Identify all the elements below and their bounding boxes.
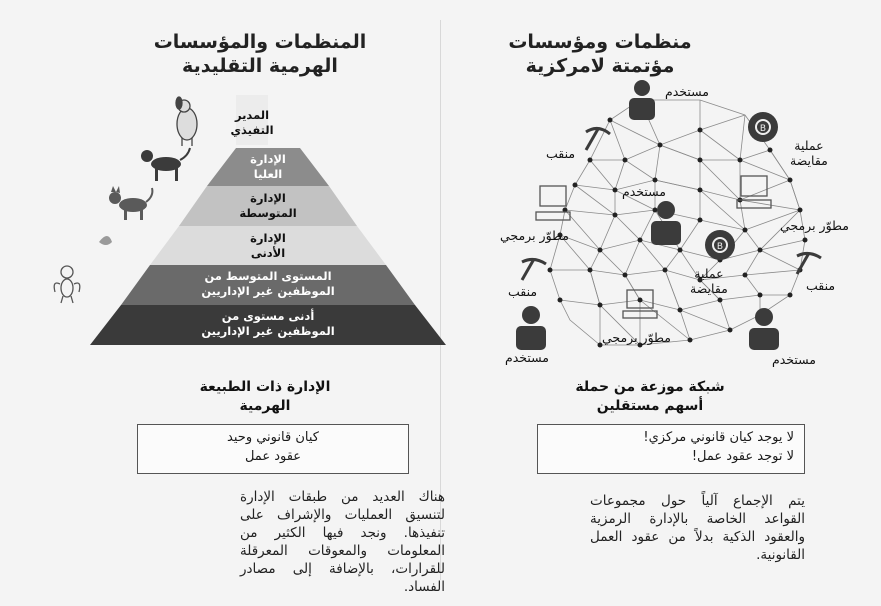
network-label-user-top: مستخدم (665, 84, 709, 99)
monkey-icon (53, 265, 81, 304)
network-label-miner-right: منقب (806, 278, 836, 293)
left-caption: الإدارة ذات الطبيعة الهرمية (160, 378, 370, 416)
left-info-box-line1: كيان قانوني وحيد (227, 430, 319, 445)
computer-icon-right (736, 175, 772, 209)
network-label-exchange-center: عملية مقايضة (690, 266, 728, 296)
pyramid-label-3-line2: المتوسطة (239, 206, 297, 220)
right-paragraph: يتم الإجماع آلياً حول مجموعات القواعد ال… (590, 493, 805, 563)
pyramid-label-2-line1: الإدارة (250, 152, 286, 166)
computer-icon-bottom (622, 289, 658, 319)
pickaxe-icon-left-bottom (520, 257, 547, 281)
computer-icon-left (535, 185, 571, 221)
dog-standing-icon (141, 147, 191, 181)
right-caption: شبكة موزعة من حملة أسهم مستقلين (560, 378, 740, 416)
network-label-developer-right: مطوّر برمجي (780, 218, 849, 233)
pyramid-label-3: الإدارة المتوسطة (168, 191, 368, 221)
left-caption-line2: الهرمية (239, 398, 291, 414)
left-title-line2: الهرمية التقليدية (182, 55, 338, 77)
pyramid-level-4 (150, 226, 386, 265)
right-title-line2: مؤتمتة لامركزية (525, 55, 675, 77)
dog-sitting-icon (175, 96, 198, 146)
pickaxe-icon-left-top (584, 127, 611, 151)
right-info-box-line1: لا يوجد كيان قانوني مركزي! (643, 430, 794, 445)
right-title: منظمات ومؤسسات مؤتمتة لامركزية (490, 30, 710, 78)
left-title: المنظمات والمؤسسات الهرمية التقليدية (110, 30, 410, 78)
pyramid-level-1 (236, 95, 268, 145)
network-label-exchange-top: عملية مقايضة (790, 138, 828, 168)
right-info-box-line2: لا توجد عقود عمل! (691, 449, 794, 464)
pyramid-label-4-line1: الإدارة (250, 231, 286, 245)
column-divider (440, 20, 441, 580)
network-label-miner-left-bottom: منقب (508, 284, 538, 299)
left-title-line1: المنظمات والمؤسسات (153, 31, 367, 53)
network-label-user-bottom-right: مستخدم (772, 352, 816, 367)
pyramid-label-6-line2: الموظفين غير الإداريين (201, 324, 335, 338)
network-label-exchange-top-line2: مقايضة (790, 153, 828, 168)
left-caption-line1: الإدارة ذات الطبيعة (199, 379, 331, 395)
pyramid-label-5: المستوى المتوسط من الموظفين غير الإداريي… (168, 269, 368, 299)
pyramid-label-1-line2: التفيذي (230, 123, 274, 137)
pyramid-label-3-line1: الإدارة (250, 191, 286, 205)
right-caption-line2: أسهم مستقلين (596, 398, 704, 414)
exchange-icon-top: B (748, 112, 778, 142)
user-icon-bottom-right (749, 308, 779, 350)
pyramid-label-4: الإدارة الأدنى (168, 231, 368, 261)
squirrel-icon (99, 236, 112, 245)
network-label-exchange-center-line1: عملية (694, 266, 724, 281)
network-label-developer-bottom: مطوّر برمجي (602, 330, 671, 345)
pyramid-label-5-line1: المستوى المتوسط من (204, 269, 332, 283)
network-label-miner-left-top: منقب (546, 146, 576, 161)
network-label-user-center: مستخدم (622, 184, 666, 199)
svg-text:B: B (760, 124, 766, 134)
right-info-box: لا يوجد كيان قانوني مركزي! لا توجد عقود … (537, 424, 805, 474)
left-paragraph: هناك العديد من طبقات الإدارة لتنسيق العم… (240, 489, 445, 595)
pyramid-label-4-line2: الأدنى (250, 246, 286, 260)
right-caption-line1: شبكة موزعة من حملة (575, 379, 725, 395)
network-label-user-bottom-left: مستخدم (505, 350, 549, 365)
pyramid-level-3 (179, 186, 357, 226)
left-info-box-line2: عقود عمل (244, 449, 302, 464)
cat-icon (109, 186, 154, 220)
exchange-icon-center: B (705, 230, 735, 260)
user-icon-center (651, 201, 681, 245)
pyramid-level-2 (207, 148, 329, 186)
network-label-exchange-top-line1: عملية (794, 138, 824, 153)
pyramid-label-5-line2: الموظفين غير الإداريين (201, 284, 335, 298)
pyramid-label-2: الإدارة العليا (168, 152, 368, 182)
pyramid-label-1-line1: المدير (234, 108, 270, 122)
svg-text:B: B (717, 242, 723, 252)
pyramid-label-6-line1: أدنى مستوى من (221, 309, 315, 323)
pyramid-level-6 (90, 305, 446, 345)
pyramid-label-1: المدير التفيذي (152, 108, 352, 138)
network-label-developer-left: مطوّر برمجي (500, 228, 569, 243)
network-label-exchange-center-line2: مقايضة (690, 281, 728, 296)
pickaxe-icon-right (795, 251, 822, 275)
user-icon-bottom-left (516, 306, 546, 350)
pyramid-label-2-line2: العليا (253, 167, 283, 181)
left-info-box: كيان قانوني وحيد عقود عمل (137, 424, 409, 474)
right-title-line1: منظمات ومؤسسات (508, 31, 692, 53)
pyramid-label-6: أدنى مستوى من الموظفين غير الإداريين (168, 309, 368, 339)
user-icon-top (629, 80, 655, 120)
pyramid-level-5 (121, 265, 415, 305)
